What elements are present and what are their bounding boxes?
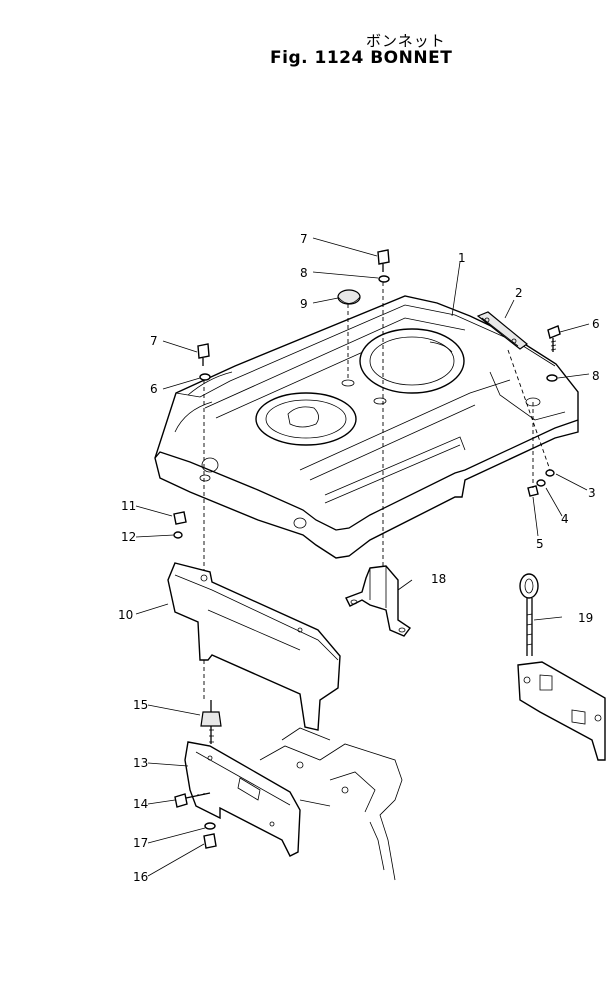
washer-12 [173, 531, 183, 539]
callout-labels: 1 2 3 4 5 6 6 7 7 8 8 9 10 11 12 13 14 1… [118, 232, 600, 884]
callout-2: 2 [515, 286, 523, 300]
assembly-line-right [507, 349, 551, 471]
washer-top [378, 275, 390, 283]
washer-left [199, 373, 211, 381]
support-bracket-18 [345, 565, 412, 637]
cap-9 [337, 289, 361, 305]
damper-15 [200, 700, 222, 744]
callout-4: 4 [561, 512, 569, 526]
callout-3: 3 [588, 486, 596, 500]
callout-11: 11 [121, 499, 136, 513]
callout-9: 9 [300, 297, 308, 311]
callout-15: 15 [133, 698, 148, 712]
bonnet-hood [154, 295, 579, 559]
eye-bolt-19 [519, 573, 539, 656]
callout-7-top: 7 [300, 232, 308, 246]
callout-5: 5 [536, 537, 544, 551]
callout-16: 16 [133, 870, 148, 884]
figure-title: Fig. 1124 BONNET [270, 48, 453, 68]
callout-17: 17 [133, 836, 148, 850]
washer-17 [204, 822, 216, 830]
bracket-plate [476, 311, 528, 350]
nut-16 [203, 833, 217, 849]
callout-10: 10 [118, 608, 133, 622]
washer-right [546, 374, 558, 382]
side-panel-10 [167, 562, 341, 731]
mounting-plate [517, 661, 606, 761]
callout-14: 14 [133, 797, 148, 811]
callout-6-left: 6 [150, 382, 158, 396]
bolt-left [197, 343, 210, 366]
callout-7-left: 7 [150, 334, 158, 348]
chassis-outline [259, 727, 403, 881]
nut-11 [173, 511, 187, 525]
callout-6-right: 6 [592, 317, 600, 331]
bolt-right [547, 325, 561, 352]
callout-18: 18 [431, 572, 446, 586]
leader-lines [135, 237, 590, 877]
nut-3 [545, 469, 555, 477]
washer-4 [536, 479, 546, 487]
bolt-top [377, 249, 390, 272]
callout-13: 13 [133, 756, 148, 770]
bolt-14 [174, 792, 211, 808]
callout-8-right: 8 [592, 369, 600, 383]
title-japanese: ボンネット [366, 32, 446, 50]
callout-19: 19 [578, 611, 593, 625]
lower-bracket-13 [184, 741, 301, 857]
callout-1: 1 [458, 251, 466, 265]
callout-8-top: 8 [300, 266, 308, 280]
callout-12: 12 [121, 530, 136, 544]
